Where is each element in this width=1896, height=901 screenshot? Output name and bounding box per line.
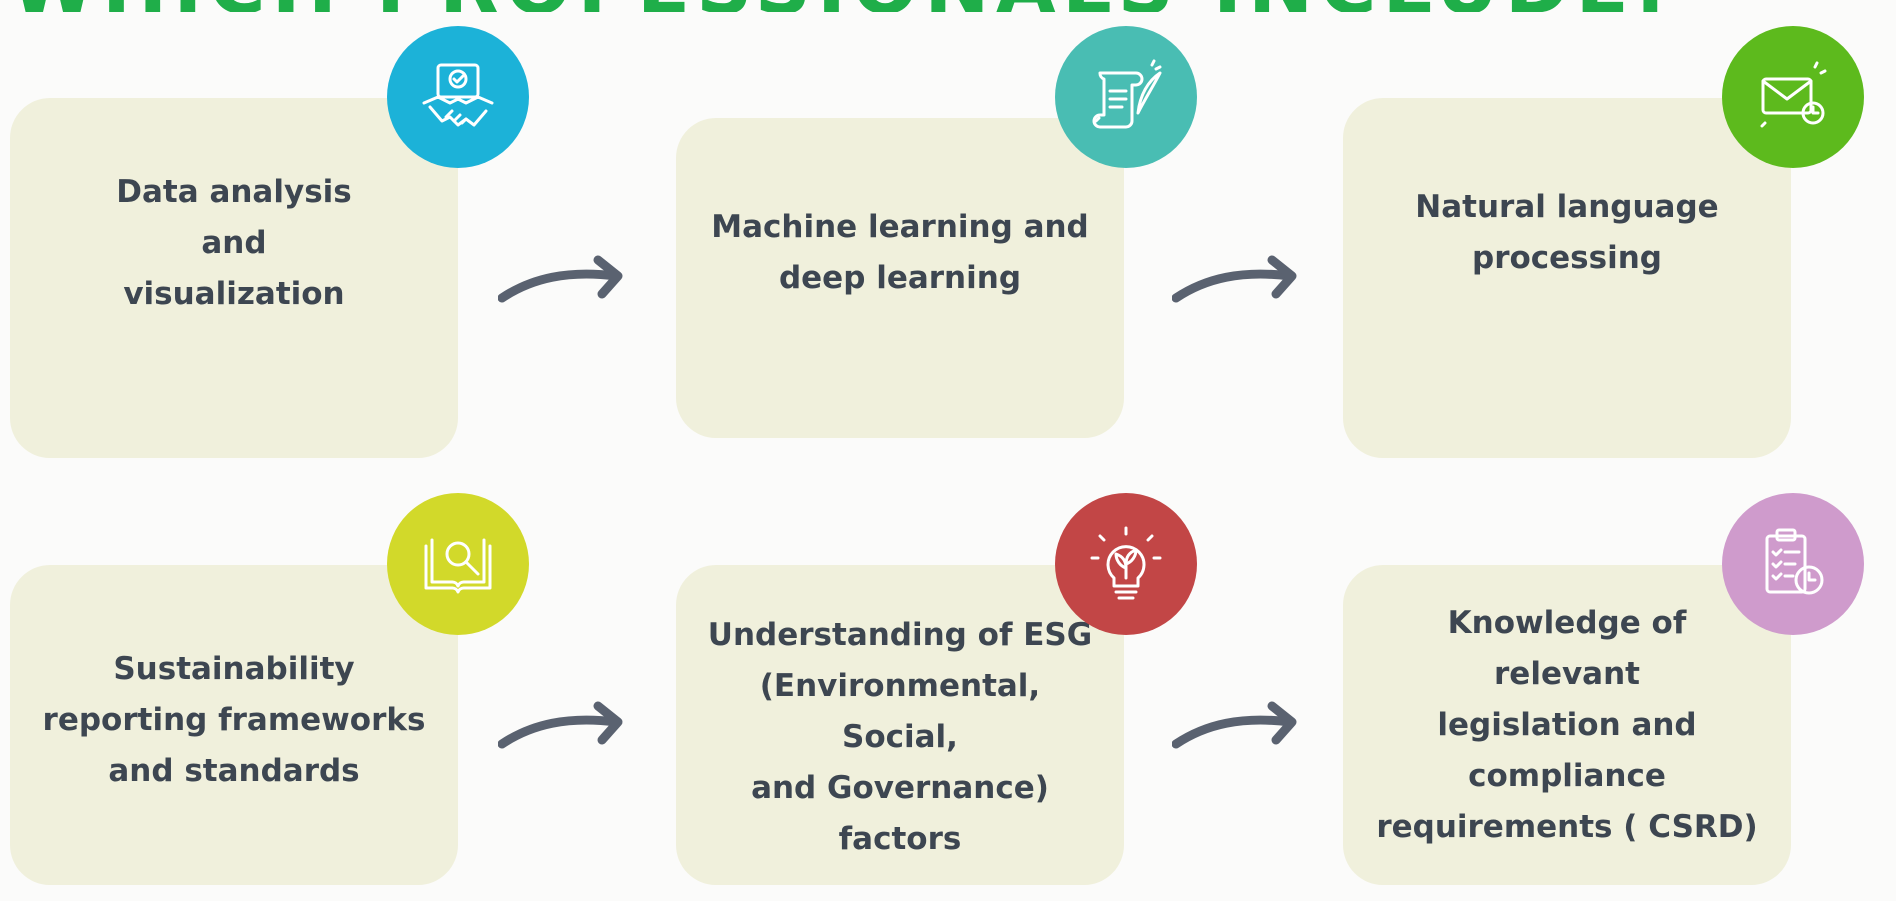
card-label: Sustainability reporting frameworks and … <box>42 650 426 789</box>
card-label: Machine learning and deep learning <box>711 209 1089 296</box>
header-strip: WHICH PROFESSIONALS INCLUDE: <box>0 0 1896 12</box>
arrow-2 <box>1172 255 1297 303</box>
card-machine-learning: Machine learning and deep learning <box>676 118 1124 438</box>
arrow-4 <box>1172 701 1297 749</box>
card-data-analysis: Data analysis and visualization <box>10 98 458 458</box>
page-title: WHICH PROFESSIONALS INCLUDE: <box>10 0 1672 12</box>
envelope-clock-icon <box>1760 61 1827 128</box>
card-nlp: Natural language processing <box>1343 98 1791 458</box>
badge-machine-learning <box>1055 26 1197 168</box>
badge-nlp <box>1722 26 1864 168</box>
badge-sustainability <box>387 493 529 635</box>
clipboard-clock-icon <box>1765 528 1824 595</box>
lightbulb-leaf-icon <box>1090 526 1162 600</box>
scroll-quill-icon <box>1092 59 1162 129</box>
arrow-1 <box>498 255 623 303</box>
handshake-certificate-icon <box>422 63 494 127</box>
card-legislation: Knowledge of relevant legislation and co… <box>1343 565 1791 885</box>
card-label: Data analysis and visualization <box>116 173 352 312</box>
card-sustainability: Sustainability reporting frameworks and … <box>10 565 458 885</box>
card-label: Understanding of ESG (Environmental, Soc… <box>707 617 1093 857</box>
badge-legislation <box>1722 493 1864 635</box>
card-label: Natural language processing <box>1415 189 1719 276</box>
badge-data-analysis <box>387 26 529 168</box>
card-esg: Understanding of ESG (Environmental, Soc… <box>676 565 1124 885</box>
book-magnifier-icon <box>424 538 492 594</box>
card-label: Knowledge of relevant legislation and co… <box>1376 604 1758 845</box>
badge-esg <box>1055 493 1197 635</box>
arrow-3 <box>498 701 623 749</box>
